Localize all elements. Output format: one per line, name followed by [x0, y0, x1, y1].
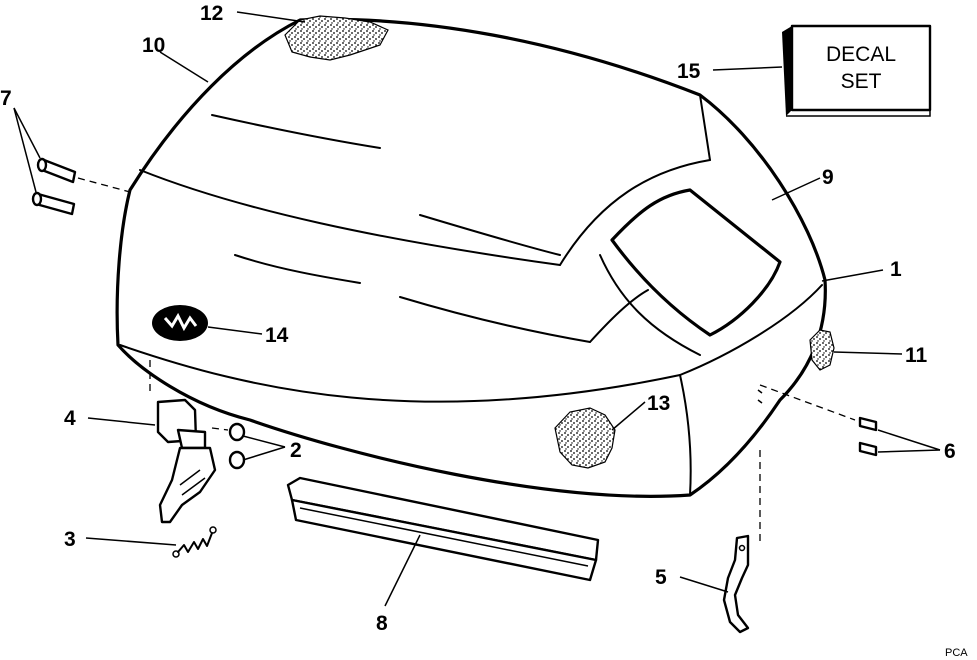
callout-10: 10 — [142, 34, 165, 57]
callout-14: 14 — [265, 324, 289, 347]
corner-code: PCA — [945, 647, 968, 659]
leader-8 — [384, 534, 421, 607]
seal-strip-8 — [286, 476, 600, 582]
decal-set-line1: DECAL — [826, 43, 896, 66]
leader-7b — [13, 107, 37, 193]
callout-11: 11 — [905, 344, 928, 367]
spring-3 — [172, 526, 217, 558]
decal-13 — [554, 407, 616, 469]
callout-7: 7 — [0, 87, 12, 110]
pins-7 — [31, 157, 77, 216]
engine-cover — [115, 17, 827, 498]
leader-6b — [877, 449, 941, 453]
leader-3 — [85, 537, 177, 546]
leader-15 — [712, 66, 783, 71]
emblem-14 — [152, 305, 208, 341]
callout-2: 2 — [290, 439, 302, 462]
screws-6 — [858, 416, 878, 457]
bushings-2 — [228, 422, 246, 470]
leader-5 — [679, 576, 729, 593]
decal-set-box: DECAL SET — [782, 24, 932, 117]
callout-8: 8 — [376, 612, 388, 635]
leader-12 — [236, 11, 306, 23]
leader-4 — [87, 417, 156, 426]
leader-11 — [833, 351, 903, 355]
callout-12: 12 — [200, 2, 223, 25]
callout-15: 15 — [677, 60, 701, 83]
leader-14 — [207, 326, 263, 335]
decal-12 — [284, 15, 389, 61]
callout-5: 5 — [655, 566, 667, 589]
callout-1: 1 — [890, 258, 902, 281]
callout-3: 3 — [64, 528, 76, 551]
leader-6a — [877, 429, 941, 451]
leader-1 — [821, 269, 884, 282]
latch-bracket-4 — [156, 398, 217, 524]
leader-10 — [159, 51, 209, 83]
leader-13 — [611, 401, 646, 431]
callout-4: 4 — [64, 407, 76, 430]
leader-2b — [242, 446, 286, 461]
callout-9: 9 — [822, 166, 834, 189]
decal-set-line2: SET — [841, 70, 882, 93]
callout-13: 13 — [647, 392, 670, 415]
leader-9 — [771, 177, 821, 201]
decal-11 — [809, 329, 835, 371]
leader-7a — [13, 107, 41, 159]
leader-2a — [242, 435, 286, 448]
callout-6: 6 — [944, 440, 956, 463]
hook-latch-5 — [722, 534, 750, 634]
